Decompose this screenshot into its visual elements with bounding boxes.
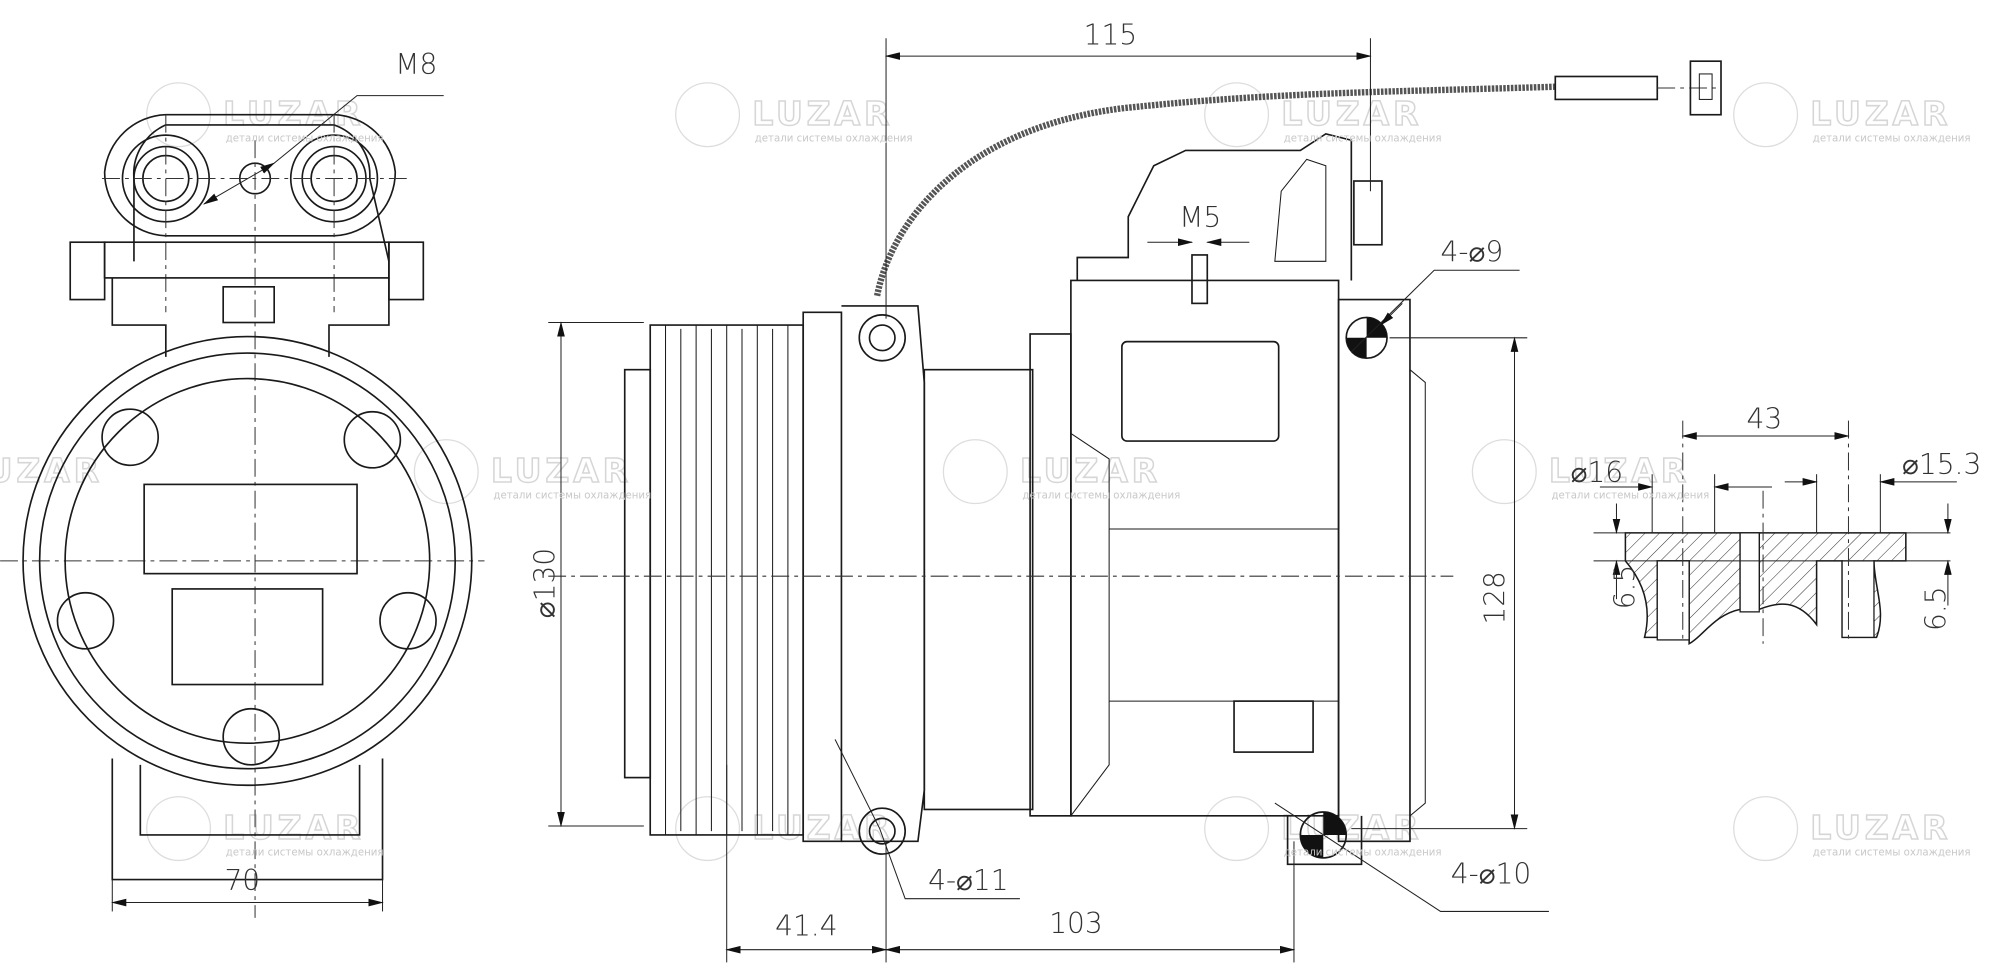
watermark-logo: LUZAR xyxy=(1733,82,1951,148)
watermark-logo: LUZAR xyxy=(0,450,103,491)
height-128-label: 128 xyxy=(1478,571,1511,625)
svg-text:LUZAR: LUZAR xyxy=(1549,451,1690,490)
watermark-tagline: детали системы охлаждения xyxy=(1284,133,1442,144)
thread-m5-label: M5 xyxy=(1179,201,1221,234)
svg-text:LUZAR: LUZAR xyxy=(223,808,364,847)
front-holes-label: 4-⌀11 xyxy=(928,864,1009,897)
watermark-logo: LUZAR xyxy=(675,82,893,148)
width-70-label: 70 xyxy=(224,864,260,897)
watermark-tagline: детали системы охлаждения xyxy=(1284,847,1442,858)
side-view: 115 M5 4-⌀9 ⌀130 128 41.4 103 4-⌀11 4-⌀1… xyxy=(529,19,1722,963)
sensor-nut xyxy=(1353,180,1383,246)
compressor-body xyxy=(923,368,1034,811)
sensor-wire xyxy=(873,83,1556,297)
pulley-diameter-label: ⌀130 xyxy=(529,548,562,618)
manifold-outline xyxy=(103,113,397,237)
watermark-tagline: детали системы охлаждения xyxy=(1813,847,1971,858)
connector-plug xyxy=(1689,60,1722,116)
depth-left-label: 6.5 xyxy=(1608,565,1641,610)
length-103-label: 103 xyxy=(1049,907,1103,940)
bottom-holes-label: 4-⌀10 xyxy=(1451,857,1532,890)
pulley-face xyxy=(623,368,652,779)
m5-bolt xyxy=(1191,254,1209,305)
port-spacing-label: 43 xyxy=(1746,402,1782,435)
watermark-logo: LUZAR xyxy=(1471,439,1690,505)
watermark-logo: LUZAR xyxy=(1204,82,1422,148)
clutch-housing xyxy=(841,305,926,843)
watermark-tagline: детали системы охлаждения xyxy=(226,133,384,144)
watermark-logo: LUZAR xyxy=(1733,796,1951,862)
svg-text:LUZAR: LUZAR xyxy=(1810,808,1951,847)
svg-text:LUZAR: LUZAR xyxy=(223,94,364,133)
rear-holes-label: 4-⌀9 xyxy=(1441,235,1504,268)
compressor-housing xyxy=(22,335,473,787)
front-lug-hole xyxy=(858,807,906,855)
front-lug-hole xyxy=(858,314,906,362)
length-115-label: 115 xyxy=(1084,19,1138,52)
watermark-logo: LUZAR xyxy=(675,796,890,862)
watermark-tagline: детали системы охлаждения xyxy=(493,490,651,501)
rear-head xyxy=(1337,298,1411,843)
watermark-tagline: детали системы охлаждения xyxy=(1551,490,1709,501)
depth-right-label: 6.5 xyxy=(1919,586,1952,631)
watermark-tagline: детали системы охлаждения xyxy=(1813,133,1971,144)
port-right-diameter-label: ⌀15.3 xyxy=(1902,448,1981,481)
svg-text:LUZAR: LUZAR xyxy=(1020,451,1161,490)
watermark-taglines: детали системы охлаждения детали системы… xyxy=(226,133,1971,858)
watermark-logo: LUZAR xyxy=(942,439,1161,505)
svg-text:LUZAR: LUZAR xyxy=(1810,94,1951,133)
watermarks: LUZAR LUZAR LUZAR LUZAR LUZAR LUZAR LUZA… xyxy=(0,82,1951,862)
front-view: M8 70 xyxy=(0,48,485,918)
offset-41-4-label: 41.4 xyxy=(775,910,837,943)
svg-text:LUZAR: LUZAR xyxy=(1281,94,1422,133)
watermark-logo: LUZAR xyxy=(146,796,364,862)
port-left-diameter-label: ⌀16 xyxy=(1571,456,1624,489)
mounting-base xyxy=(103,241,390,279)
thread-m8-label: M8 xyxy=(395,48,437,81)
svg-text:LUZAR: LUZAR xyxy=(0,451,103,490)
watermark-tagline: детали системы охлаждения xyxy=(226,847,384,858)
watermark-tagline: детали системы охлаждения xyxy=(755,133,913,144)
wire-connector xyxy=(1554,75,1659,101)
svg-text:LUZAR: LUZAR xyxy=(752,94,893,133)
watermark-tagline: детали системы охлаждения xyxy=(1022,490,1180,501)
port-section-view: 43 ⌀16 ⌀15.3 6.5 6.5 xyxy=(1571,402,1981,645)
service-fitting xyxy=(1076,132,1353,281)
